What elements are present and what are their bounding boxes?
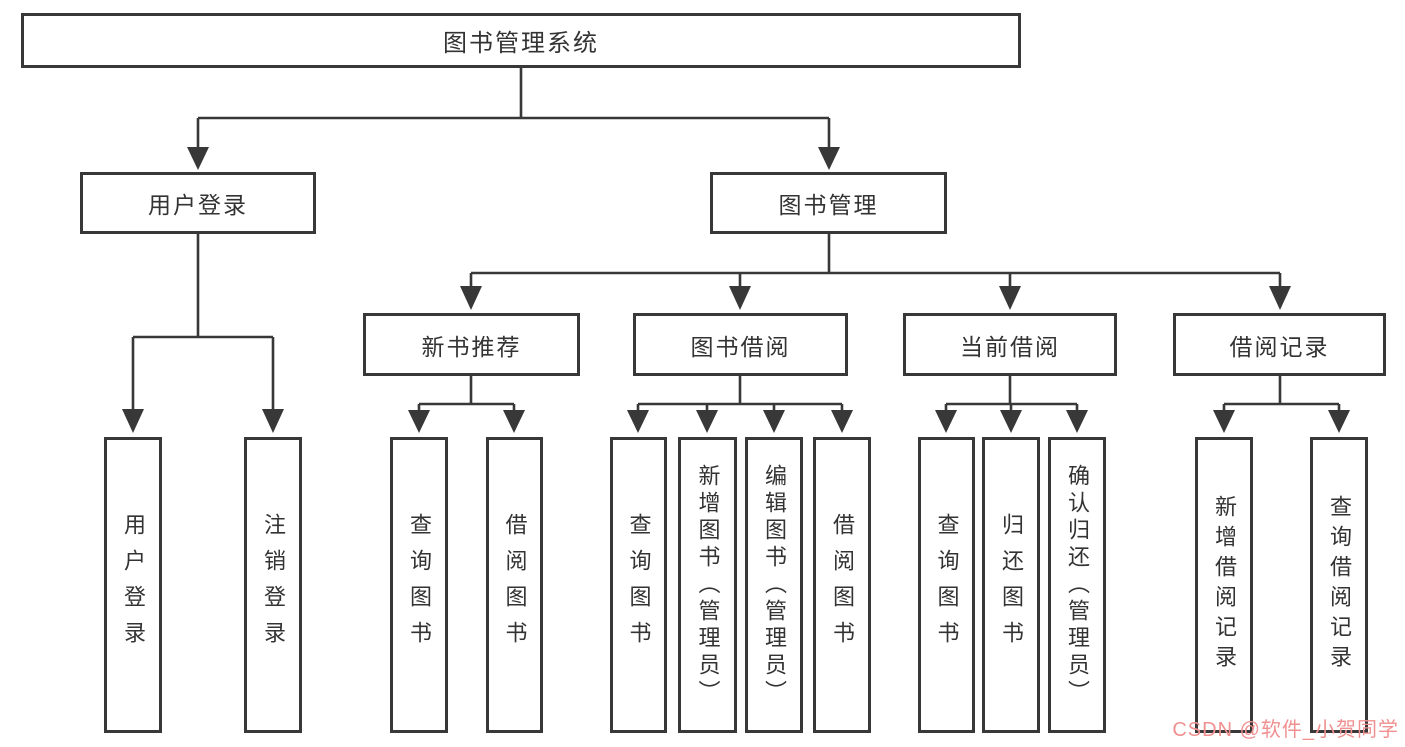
node-label: 图书管理	[778, 192, 879, 218]
arrowhead	[935, 410, 957, 433]
leaf-user-login: 用户登录	[104, 437, 162, 733]
node-label: 用户登录	[148, 192, 248, 218]
node-library-management-system: 图书管理系统	[21, 13, 1021, 68]
node-label: 注销登录	[261, 513, 286, 657]
leaf-query-books-borrowing: 查询图书	[610, 437, 667, 733]
node-user-login: 用户登录	[80, 172, 316, 234]
leaf-add-borrow-record: 新增借阅记录	[1195, 437, 1253, 733]
leaf-logout: 注销登录	[244, 437, 302, 733]
leaf-confirm-return-admin: 确认归还（管理员）	[1048, 437, 1106, 733]
node-label: 图书管理系统	[443, 30, 599, 57]
node-label: 用户登录	[121, 513, 146, 657]
node-label: 图书借阅	[690, 333, 791, 360]
arrowhead	[503, 410, 525, 433]
node-label: 查询借阅记录	[1327, 495, 1352, 675]
node-book-management: 图书管理	[710, 172, 947, 234]
node-label: 借阅图书	[830, 513, 855, 657]
arrowhead	[729, 286, 751, 310]
leaf-add-books-admin: 新增图书（管理员）	[678, 437, 737, 733]
arrowhead	[999, 286, 1021, 310]
arrowhead	[262, 409, 284, 433]
leaf-edit-books-admin: 编辑图书（管理员）	[745, 437, 803, 733]
node-label: 查询图书	[626, 513, 652, 657]
arrowhead	[696, 410, 718, 433]
node-label: 查询图书	[934, 513, 960, 657]
arrowhead	[408, 410, 430, 433]
node-label: 借阅图书	[502, 513, 528, 657]
leaf-query-books-recommend: 查询图书	[390, 437, 448, 733]
arrowhead	[763, 410, 785, 433]
node-label: 编辑图书（管理员）	[762, 463, 787, 707]
node-label: 新增图书（管理员）	[695, 463, 721, 707]
leaf-query-books-current: 查询图书	[918, 437, 975, 733]
arrowhead	[818, 147, 840, 170]
leaf-query-borrow-record: 查询借阅记录	[1310, 437, 1368, 733]
node-label: 查询图书	[407, 513, 432, 657]
node-label: 归还图书	[999, 513, 1024, 657]
node-label: 借阅记录	[1229, 333, 1330, 360]
arrowhead	[1328, 410, 1350, 433]
arrowhead	[1269, 286, 1291, 310]
node-borrow-records: 借阅记录	[1173, 313, 1386, 376]
arrowhead	[1066, 410, 1088, 433]
csdn-watermark: CSDN @软件_小贺同学	[1172, 719, 1399, 741]
node-current-borrowing: 当前借阅	[903, 313, 1117, 376]
node-label: 当前借阅	[960, 333, 1060, 360]
node-label: 新增借阅记录	[1212, 495, 1237, 675]
arrowhead	[1000, 410, 1022, 433]
node-label: 确认归还（管理员）	[1065, 463, 1090, 707]
arrowhead	[627, 410, 649, 433]
arrowhead	[122, 409, 144, 433]
node-label: 新书推荐	[421, 333, 522, 360]
leaf-borrow-books: 借阅图书	[813, 437, 871, 733]
arrowhead	[831, 410, 853, 433]
arrowhead	[187, 147, 209, 170]
node-book-borrowing: 图书借阅	[633, 313, 848, 376]
leaf-borrow-books-recommend: 借阅图书	[486, 437, 543, 733]
leaf-return-books: 归还图书	[982, 437, 1040, 733]
node-new-book-recommend: 新书推荐	[363, 313, 580, 376]
arrowhead	[1213, 410, 1235, 433]
arrowhead	[460, 286, 482, 310]
